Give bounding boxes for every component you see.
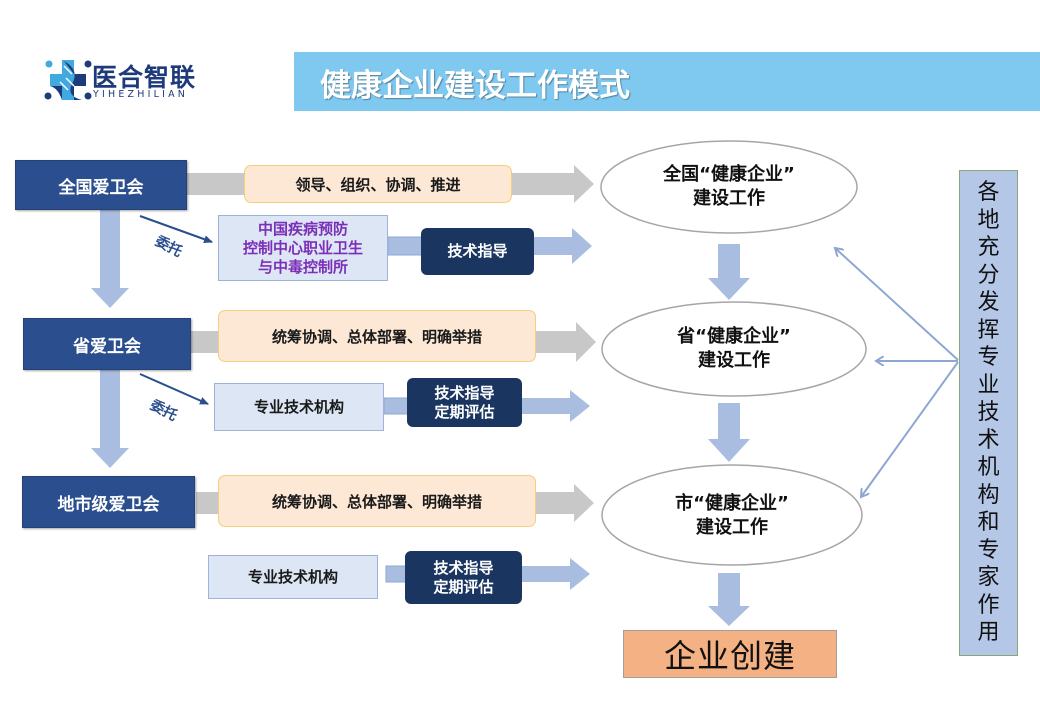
ellipse-line-2: 建设工作 [693, 188, 765, 209]
blue-arrow-row-3 [385, 558, 590, 590]
task-box-city: 统筹协调、总体部署、明确举措 [218, 475, 536, 527]
ellipse-line-2: 建设工作 [696, 517, 768, 538]
guidance-line: 技术指导 [434, 383, 495, 402]
result-box-enterprise-creation: 企业创建 [623, 630, 837, 678]
institution-line: 专业技术机构 [247, 567, 338, 586]
ellipse-city-work [601, 464, 863, 566]
page-title: 健康企业建设工作模式 [320, 68, 630, 104]
entrust-arrow-2 [139, 373, 209, 405]
side-note-char: 专 [977, 537, 1000, 563]
guidance-line: 技术指导 [433, 558, 494, 577]
side-note-char: 和 [977, 510, 1000, 536]
ellipse-line-1: 省“健康企业” [677, 326, 791, 347]
guidance-line: 技术指导 [447, 242, 508, 260]
title-bar [294, 52, 1040, 111]
org-box-city: 地市级爱卫会 [22, 476, 195, 528]
side-note-char: 技 [977, 400, 1000, 426]
side-connector-city [861, 361, 959, 497]
blue-arrow-row-1 [387, 228, 592, 264]
logo-pinyin: YIHEZHILIAN [93, 89, 189, 100]
side-note-char: 分 [977, 262, 1000, 288]
institution-line: 控制中心职业卫生 [242, 238, 363, 257]
side-note-char: 家 [977, 565, 1000, 591]
guidance-box-province: 技术指导 定期评估 [407, 378, 522, 427]
side-note-char: 构 [977, 482, 1000, 508]
side-note-box: 各地充分发挥专业技术机构和专家作用 [959, 170, 1018, 656]
side-note-char: 业 [977, 372, 1000, 398]
blue-arrow-row-2 [383, 390, 590, 422]
institution-line: 专业技术机构 [253, 397, 344, 416]
ellipse-line-2: 建设工作 [698, 350, 770, 371]
side-note-char: 术 [977, 427, 1000, 453]
ellipse-line-1: 市“健康企业” [675, 493, 789, 514]
institution-box-national: 中国疾病预防 控制中心职业卫生 与中毒控制所 [218, 215, 388, 281]
institution-line: 中国疾病预防 [257, 219, 348, 238]
down-arrow-province-to-city [91, 368, 129, 468]
down-arrow-ellipse-2-3 [708, 403, 750, 462]
side-note-char: 各 [977, 180, 1000, 206]
side-note-char: 机 [977, 455, 1000, 481]
guidance-box-national: 技术指导 [421, 228, 534, 275]
side-note-char: 挥 [977, 317, 1000, 343]
logo-name: 医合智联 [92, 63, 197, 92]
guidance-line: 定期评估 [434, 402, 495, 421]
side-connector-national [835, 248, 959, 361]
down-arrow-ellipse-1-2 [708, 244, 750, 300]
side-note-char: 专 [977, 345, 1000, 371]
logo-mark-icon [44, 60, 92, 100]
ellipse-text-national: 全国“健康企业” 建设工作 [604, 163, 854, 211]
org-box-national: 全国爱卫会 [15, 160, 187, 210]
institution-box-city: 专业技术机构 [208, 555, 378, 599]
entrust-arrow-1 [139, 215, 213, 244]
ellipse-text-province: 省“健康企业” 建设工作 [604, 325, 864, 373]
side-note-char: 作 [977, 592, 1000, 618]
institution-box-province: 专业技术机构 [214, 383, 384, 431]
org-box-province: 省爱卫会 [23, 318, 191, 370]
task-box-national: 领导、组织、协调、推进 [244, 165, 512, 203]
guidance-box-city: 技术指导 定期评估 [405, 551, 522, 604]
ellipse-line-1: 全国“健康企业” [663, 164, 795, 185]
ellipse-province-work [601, 301, 867, 397]
task-box-province: 统筹协调、总体部署、明确举措 [218, 310, 536, 362]
side-note-char: 充 [977, 235, 1000, 261]
side-note-char: 地 [977, 207, 1000, 233]
ellipse-text-city: 市“健康企业” 建设工作 [604, 492, 860, 540]
side-note-char: 用 [977, 620, 1000, 646]
side-note-char: 发 [977, 290, 1000, 316]
ellipse-national-work [600, 140, 858, 234]
institution-line: 与中毒控制所 [257, 257, 348, 276]
down-arrow-ellipse-3-result [708, 573, 750, 626]
down-arrow-national-to-province [91, 210, 129, 308]
guidance-line: 定期评估 [433, 577, 494, 596]
